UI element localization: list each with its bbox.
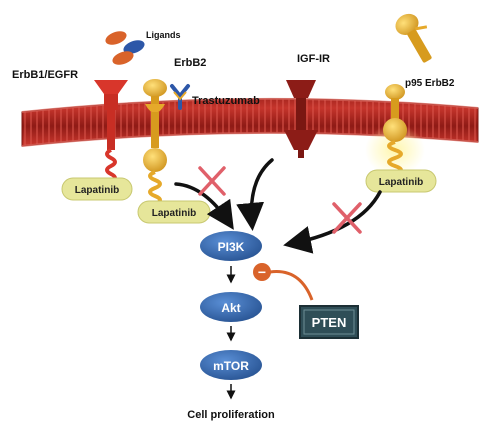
inhibit-sign: − — [258, 264, 266, 280]
arrow-p95-to-pi3k — [283, 190, 382, 254]
lapatinib-label-2: Lapatinib — [152, 208, 196, 219]
lapatinib-pill-3: Lapatinib — [365, 169, 437, 193]
inhibit-circle-icon — [253, 263, 271, 281]
mtor-label: mTOR — [213, 359, 249, 373]
lapatinib-pill-1: Lapatinib — [61, 177, 133, 201]
signal-arrows — [174, 158, 382, 254]
outcome-label: Cell proliferation — [187, 409, 275, 421]
erbb1-label: ErbB1/EGFR — [12, 69, 78, 81]
block-cross-icon-2 — [332, 202, 362, 234]
lapatinib-label-3: Lapatinib — [379, 177, 423, 188]
lapatinib-pill-2: Lapatinib — [137, 200, 211, 224]
ligands — [105, 31, 145, 65]
trastuzumab-antibody-icon — [170, 84, 190, 110]
erbb2-receptor — [143, 79, 167, 206]
pi3k-label: PI3K — [218, 240, 245, 254]
pten-inhibition: − PTEN — [253, 263, 359, 339]
akt-node: Akt — [200, 292, 262, 322]
pten-label: PTEN — [312, 315, 347, 330]
arrow-erbb-to-pi3k — [174, 182, 234, 230]
trastuzumab-label: Trastuzumab — [192, 95, 260, 107]
erbb2-label: ErbB2 — [174, 57, 206, 69]
akt-label: Akt — [221, 301, 240, 315]
ligand-orange-1 — [105, 31, 127, 45]
mtor-node: mTOR — [200, 350, 262, 380]
pi3k-node: PI3K — [200, 231, 262, 261]
arrow-igf-to-pi3k — [236, 158, 274, 231]
ligand-orange-2 — [112, 51, 134, 65]
igf-label: IGF-IR — [297, 53, 330, 65]
ligand-blue — [123, 40, 145, 54]
igf-receptor — [284, 80, 318, 158]
lapatinib-label-1: Lapatinib — [75, 185, 119, 196]
block-cross-icon-1 — [198, 166, 226, 196]
p95-erbb2-receptor — [365, 13, 432, 176]
p95-label: p95 ErbB2 — [405, 78, 455, 89]
ligands-label: Ligands — [146, 30, 181, 40]
